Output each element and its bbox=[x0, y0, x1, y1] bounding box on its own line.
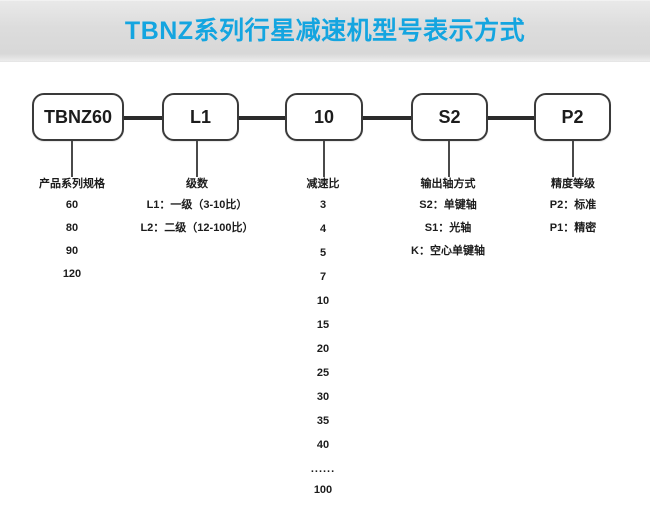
legend-item: S2：单键轴 bbox=[419, 199, 477, 212]
drop-line-output-shaft bbox=[448, 141, 450, 177]
legend-item: 120 bbox=[62, 268, 82, 281]
legend-item: 5 bbox=[319, 247, 327, 260]
page-title: TBNZ系列行星减速机型号表示方式 bbox=[124, 16, 526, 45]
connector-line-1 bbox=[124, 116, 162, 120]
drop-line-ratio bbox=[323, 141, 325, 177]
header-banner: TBNZ系列行星减速机型号表示方式 bbox=[0, 0, 650, 62]
legend-column-precision: 精度等级 P2：标准 P1：精密 bbox=[518, 178, 628, 246]
legend-item-ellipsis: ...... bbox=[310, 463, 336, 476]
legend-item: 80 bbox=[65, 222, 79, 235]
legend-item: 3 bbox=[319, 199, 327, 212]
legend-item: L2：二级（12-100比） bbox=[140, 222, 254, 235]
drop-line-precision bbox=[572, 141, 574, 177]
legend-item: 60 bbox=[65, 199, 79, 212]
code-box-precision[interactable]: P2 bbox=[534, 93, 611, 141]
legend-item: 10 bbox=[316, 295, 330, 308]
legend-title-stage: 级数 bbox=[186, 178, 208, 190]
legend-title-series: 产品系列规格 bbox=[39, 178, 105, 190]
legend-item: S1：光轴 bbox=[424, 222, 472, 235]
legend-item: P1：精密 bbox=[549, 222, 597, 235]
legend-item: K：空心单键轴 bbox=[411, 245, 485, 258]
code-box-output-shaft[interactable]: S2 bbox=[411, 93, 488, 141]
legend-item: 7 bbox=[319, 271, 327, 284]
legend-title-ratio: 减速比 bbox=[306, 178, 340, 190]
legend-item: 90 bbox=[65, 245, 79, 258]
connector-line-2 bbox=[239, 116, 285, 120]
drop-line-series bbox=[71, 141, 73, 177]
legend-item: 30 bbox=[316, 391, 330, 404]
legend-column-stage: 级数 L1：一级（3-10比） L2：二级（12-100比） bbox=[126, 178, 268, 246]
legend-column-output-shaft: 输出轴方式 S2：单键轴 S1：光轴 K：空心单键轴 bbox=[386, 178, 510, 269]
legend-item: P2：标准 bbox=[549, 199, 597, 212]
drop-line-stage bbox=[196, 141, 198, 177]
legend-item: 20 bbox=[316, 343, 330, 356]
legend-item: L1：一级（3-10比） bbox=[146, 199, 248, 212]
connector-line-3 bbox=[363, 116, 411, 120]
code-box-ratio[interactable]: 10 bbox=[285, 93, 363, 141]
legend-column-series: 产品系列规格 60 80 90 120 bbox=[12, 178, 132, 292]
legend-title-precision: 精度等级 bbox=[551, 178, 595, 190]
code-box-stage[interactable]: L1 bbox=[162, 93, 239, 141]
connector-line-4 bbox=[488, 116, 534, 120]
legend-title-output-shaft: 输出轴方式 bbox=[420, 178, 476, 190]
legend-item: 100 bbox=[313, 484, 333, 497]
legend-item: 4 bbox=[319, 223, 327, 236]
legend-item: 25 bbox=[316, 367, 330, 380]
legend-item: 35 bbox=[316, 415, 330, 428]
model-code-diagram: TBNZ60 L1 10 S2 P2 产品系列规格 60 80 90 120 级… bbox=[0, 62, 650, 496]
legend-column-ratio: 减速比 3 4 5 7 10 15 20 25 30 35 40 ...... … bbox=[274, 178, 372, 509]
code-box-series[interactable]: TBNZ60 bbox=[32, 93, 124, 141]
legend-item: 40 bbox=[316, 439, 330, 452]
legend-item: 15 bbox=[316, 319, 330, 332]
